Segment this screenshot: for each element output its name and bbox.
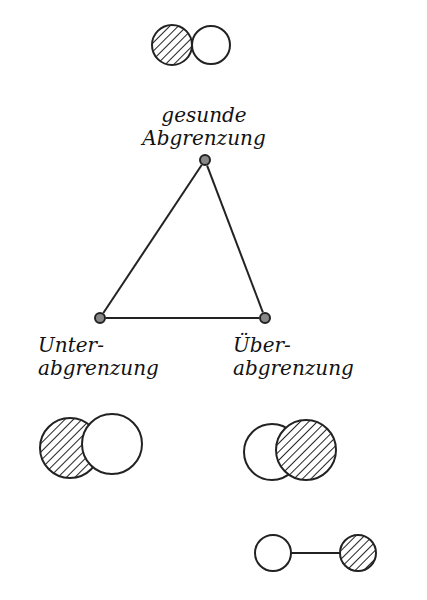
healthy-pair: [152, 25, 230, 65]
triangle-side: [106, 318, 259, 319]
vertex-dot: Unter- abgrenzung: [94, 312, 106, 324]
vertex-label: Über- abgrenzung: [233, 334, 363, 380]
over-pair: [244, 420, 336, 480]
vertex-label: Unter- abgrenzung: [38, 334, 168, 380]
linked-pair: [255, 535, 376, 571]
vertex-label: gesunde Abgrenzung: [139, 104, 269, 150]
vertex-dot: Über- abgrenzung: [259, 312, 271, 324]
triangle-side: [207, 166, 263, 313]
triangle-side: [103, 165, 201, 313]
under-pair: [40, 414, 142, 478]
vertex-dot: gesunde Abgrenzung: [199, 154, 211, 166]
